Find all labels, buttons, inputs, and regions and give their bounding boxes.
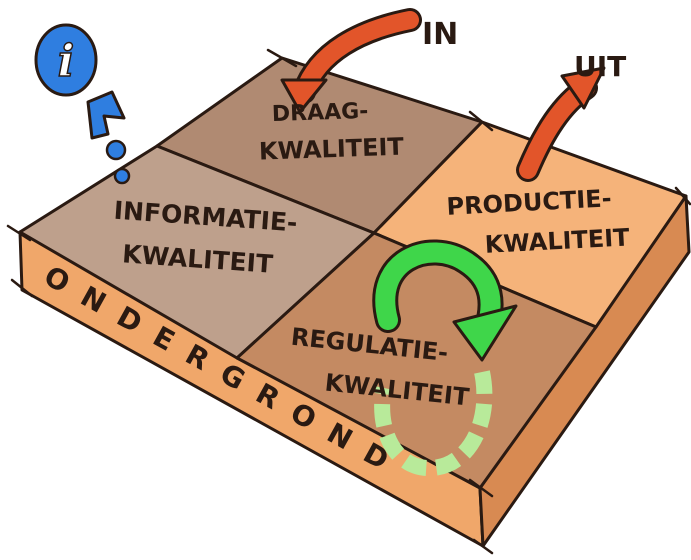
- label-draag-line2: KWALITEIT: [259, 133, 405, 166]
- sketch-ticks: [6, 48, 691, 555]
- info-badge: i: [34, 23, 131, 185]
- in-label: IN: [422, 17, 458, 52]
- regulation-arrow-head: [452, 304, 518, 362]
- regulation-loop-dashed: [374, 370, 493, 476]
- info-glyph: i: [58, 36, 75, 87]
- label-draag: DRAAG- KWALITEIT: [259, 99, 405, 166]
- label-draag-line1: DRAAG-: [271, 99, 368, 127]
- uit-arrow-head: [560, 66, 606, 110]
- info-bubble-2: [105, 139, 127, 161]
- in-arrow-head: [280, 78, 328, 114]
- info-bubble-1: [86, 90, 126, 140]
- regulation-loop-fill: [375, 242, 501, 340]
- uit-label: UIT: [574, 50, 626, 83]
- info-bubble-3: [113, 167, 131, 185]
